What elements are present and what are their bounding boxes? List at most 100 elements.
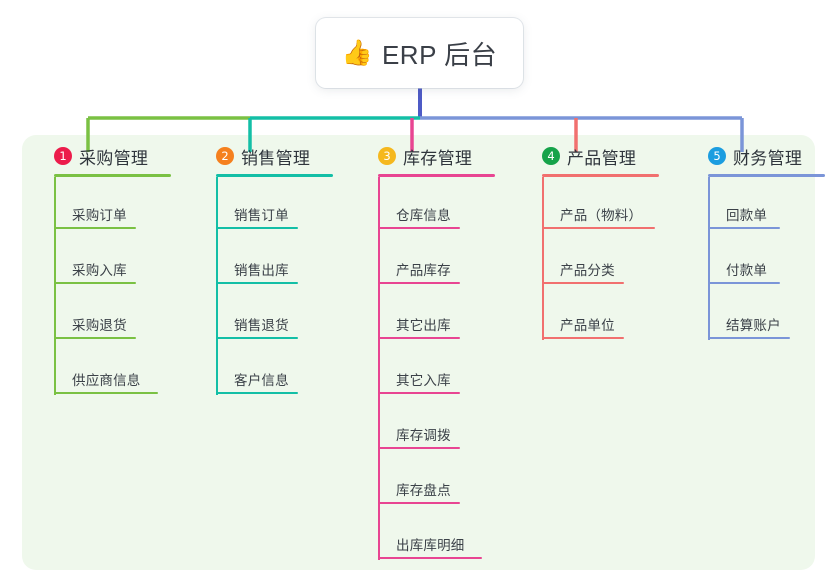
- branch-item[interactable]: 库存调拨: [360, 397, 495, 452]
- branch-item-underline: [216, 392, 298, 394]
- branch-item[interactable]: 其它入库: [360, 342, 495, 397]
- branch-column-3: 3 库存管理仓库信息产品库存其它出库其它入库库存调拨库存盘点出库库明细: [360, 143, 495, 562]
- branch-item-underline: [708, 337, 790, 339]
- branch-item-label: 其它出库: [396, 318, 451, 333]
- branch-number-badge: 1: [54, 147, 72, 165]
- branch-spine: [216, 177, 218, 395]
- branch-items: 仓库信息产品库存其它出库其它入库库存调拨库存盘点出库库明细: [360, 177, 495, 562]
- branch-spine: [378, 177, 380, 560]
- branch-items: 采购订单采购入库采购退货供应商信息: [36, 177, 171, 397]
- branch-item[interactable]: 库存盘点: [360, 452, 495, 507]
- branch-column-1: 1 采购管理采购订单采购入库采购退货供应商信息: [36, 143, 171, 397]
- branch-item-label: 产品分类: [560, 263, 615, 278]
- branch-number-badge: 4: [542, 147, 560, 165]
- branch-column-5: 5 财务管理回款单付款单结算账户: [690, 143, 825, 342]
- branch-item-underline: [378, 337, 460, 339]
- branch-items: 销售订单销售出库销售退货客户信息: [198, 177, 333, 397]
- branch-item-label: 销售出库: [234, 263, 289, 278]
- branch-header-underline: [216, 174, 333, 177]
- branch-item[interactable]: 销售出库: [198, 232, 333, 287]
- branch-item-underline: [708, 282, 780, 284]
- branch-item-label: 采购订单: [72, 208, 127, 223]
- branch-item-label: 结算账户: [726, 318, 781, 333]
- branch-item-underline: [542, 337, 624, 339]
- branch-item-label: 其它入库: [396, 373, 451, 388]
- branch-header-underline: [378, 174, 495, 177]
- branch-item[interactable]: 产品库存: [360, 232, 495, 287]
- branch-item-underline: [378, 502, 460, 504]
- branch-title: 产品管理: [567, 148, 637, 168]
- branch-item-label: 库存调拨: [396, 428, 451, 443]
- branch-header-5[interactable]: 5 财务管理: [690, 143, 825, 169]
- branch-item[interactable]: 其它出库: [360, 287, 495, 342]
- page-title: ERP 后台: [381, 39, 498, 70]
- branch-header-3[interactable]: 3 库存管理: [360, 143, 495, 169]
- branch-number-badge: 5: [708, 147, 726, 165]
- branch-item-underline: [54, 282, 136, 284]
- branch-item-label: 销售订单: [234, 208, 289, 223]
- branch-spine: [54, 177, 56, 395]
- branch-item-underline: [216, 282, 298, 284]
- branch-item-underline: [216, 337, 298, 339]
- branch-item[interactable]: 客户信息: [198, 342, 333, 397]
- branch-item[interactable]: 回款单: [690, 177, 825, 232]
- branch-item[interactable]: 结算账户: [690, 287, 825, 342]
- branch-item-label: 仓库信息: [396, 208, 451, 223]
- branch-item-underline: [54, 337, 136, 339]
- branch-item-underline: [542, 227, 655, 229]
- branch-item[interactable]: 采购退货: [36, 287, 171, 342]
- branch-item[interactable]: 供应商信息: [36, 342, 171, 397]
- branch-item-underline: [378, 227, 460, 229]
- branch-item[interactable]: 仓库信息: [360, 177, 495, 232]
- branch-spine: [542, 177, 544, 340]
- branch-item-label: 回款单: [726, 208, 768, 223]
- branch-item-label: 付款单: [726, 263, 768, 278]
- branch-item[interactable]: 产品（物料）: [524, 177, 659, 232]
- branch-item[interactable]: 销售退货: [198, 287, 333, 342]
- branch-title: 采购管理: [79, 148, 149, 168]
- branch-title: 库存管理: [403, 148, 473, 168]
- branch-item[interactable]: 产品单位: [524, 287, 659, 342]
- branch-item[interactable]: 出库库明细: [360, 507, 495, 562]
- branch-number-badge: 3: [378, 147, 396, 165]
- branch-header-1[interactable]: 1 采购管理: [36, 143, 171, 169]
- branch-item-label: 供应商信息: [72, 373, 141, 388]
- thumbs-up-icon: 👍: [341, 38, 373, 67]
- branch-header-underline: [542, 174, 659, 177]
- branch-item[interactable]: 产品分类: [524, 232, 659, 287]
- root-node[interactable]: 👍 ERP 后台: [316, 18, 523, 88]
- branch-item-label: 产品单位: [560, 318, 615, 333]
- branch-column-4: 4 产品管理产品（物料） 产品分类产品单位: [524, 143, 659, 342]
- branch-header-underline: [708, 174, 825, 177]
- branches-panel: [22, 135, 815, 570]
- branch-spine: [708, 177, 710, 340]
- branch-item[interactable]: 采购入库: [36, 232, 171, 287]
- branch-item-underline: [708, 227, 780, 229]
- branch-item-label: 产品库存: [396, 263, 451, 278]
- branch-item-label: 销售退货: [234, 318, 289, 333]
- branch-header-2[interactable]: 2 销售管理: [198, 143, 333, 169]
- branch-item-underline: [216, 227, 298, 229]
- branch-items: 产品（物料） 产品分类产品单位: [524, 177, 659, 342]
- branch-title: 财务管理: [733, 148, 803, 168]
- branch-item-underline: [378, 447, 460, 449]
- branch-item[interactable]: 采购订单: [36, 177, 171, 232]
- branch-items: 回款单付款单结算账户: [690, 177, 825, 342]
- branch-item-label: 库存盘点: [396, 483, 451, 498]
- branch-item-label: 出库库明细: [396, 538, 465, 553]
- branch-item[interactable]: 付款单: [690, 232, 825, 287]
- branch-title: 销售管理: [241, 148, 311, 168]
- branch-item-label: 采购退货: [72, 318, 127, 333]
- branch-item[interactable]: 销售订单: [198, 177, 333, 232]
- branch-header-4[interactable]: 4 产品管理: [524, 143, 659, 169]
- branch-item-underline: [54, 227, 136, 229]
- branch-header-underline: [54, 174, 171, 177]
- branch-item-underline: [378, 282, 460, 284]
- branch-item-label: 采购入库: [72, 263, 127, 278]
- branch-item-underline: [378, 557, 482, 559]
- branch-item-underline: [378, 392, 460, 394]
- branch-column-2: 2 销售管理销售订单销售出库销售退货客户信息: [198, 143, 333, 397]
- branch-item-underline: [54, 392, 158, 394]
- branch-number-badge: 2: [216, 147, 234, 165]
